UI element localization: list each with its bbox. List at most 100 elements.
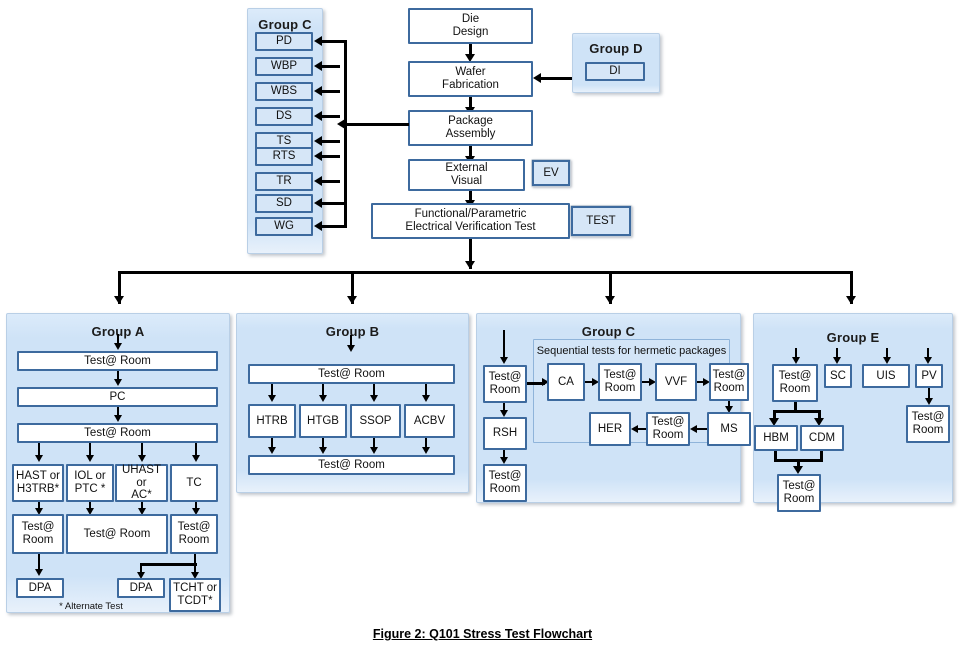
box-c-ms[interactable]: MS	[707, 412, 751, 446]
panel-title-group-d: Group D	[589, 41, 643, 56]
arrowhead-sd	[314, 198, 322, 208]
box-sd[interactable]: SD	[255, 194, 313, 213]
box-a-pc[interactable]: PC	[17, 387, 218, 407]
arrowhead-a-pc	[114, 379, 122, 386]
box-wg[interactable]: WG	[255, 217, 313, 236]
box-b-htrb[interactable]: HTRB	[248, 404, 296, 438]
connector-e-split-bar	[773, 410, 821, 413]
arrowhead-a-hast-ro	[35, 508, 43, 515]
box-e-test-room-top[interactable]: Test@ Room	[772, 364, 818, 402]
box-a-iol[interactable]: IOL or PTC *	[66, 464, 114, 502]
connector-c-entry	[503, 330, 505, 360]
box-e-hbm[interactable]: HBM	[754, 425, 798, 451]
box-b-test-room-top[interactable]: Test@ Room	[248, 364, 455, 384]
box-a-test-room-2[interactable]: Test@ Room	[17, 423, 218, 443]
panel-title-group-c-bottom: Group C	[581, 324, 636, 339]
box-c-room-3[interactable]: Test@ Room	[646, 412, 690, 446]
connector-a-ro3-left	[140, 563, 197, 566]
tag-test[interactable]: TEST	[570, 205, 632, 237]
box-c-ca[interactable]: CA	[547, 363, 585, 401]
box-a-readout-3[interactable]: Test@ Room	[170, 514, 218, 554]
box-e-sc[interactable]: SC	[824, 364, 852, 388]
box-pd[interactable]: PD	[255, 32, 313, 51]
connector-b-htrb-down	[271, 438, 273, 450]
box-a-tc[interactable]: TC	[170, 464, 218, 502]
box-c-room-1[interactable]: Test@ Room	[598, 363, 642, 401]
box-a-tcht[interactable]: TCHT or TCDT*	[169, 578, 221, 612]
connector-b-split-1	[271, 384, 273, 398]
connector-b-split-3	[373, 384, 375, 398]
box-e-pv[interactable]: PV	[915, 364, 943, 388]
connector-to-wbs	[322, 90, 340, 93]
box-external-visual[interactable]: External Visual	[408, 159, 525, 191]
box-a-uhast[interactable]: UHAST or AC*	[115, 464, 168, 502]
box-ds[interactable]: DS	[255, 107, 313, 126]
box-a-hast[interactable]: HAST or H3TRB*	[12, 464, 64, 502]
box-e-cdm[interactable]: CDM	[800, 425, 844, 451]
box-b-acbv[interactable]: ACBV	[404, 404, 455, 438]
connector-c-rsh-down	[503, 450, 505, 460]
connector-drop-c	[609, 271, 612, 304]
box-c-rsh[interactable]: RSH	[483, 417, 527, 450]
box-electrical-verification[interactable]: Functional/Parametric Electrical Verific…	[371, 203, 570, 239]
connector-drop-e	[850, 271, 853, 304]
arrowhead-b-bottom-4	[422, 447, 430, 454]
connector-e-pv-down	[928, 388, 930, 401]
box-a-dpa-2[interactable]: DPA	[117, 578, 165, 598]
arrowhead-wbp	[314, 61, 322, 71]
arrowhead-a-dpa2	[137, 572, 145, 579]
box-b-htgb[interactable]: HTGB	[299, 404, 347, 438]
panel-title-group-c-top: Group C	[258, 17, 312, 32]
box-b-ssop[interactable]: SSOP	[350, 404, 401, 438]
connector-package-to-groupc	[345, 123, 409, 126]
box-tr[interactable]: TR	[255, 172, 313, 191]
connector-room-to-her	[635, 428, 646, 430]
box-c-test-room-2[interactable]: Test@ Room	[483, 464, 527, 502]
box-rts[interactable]: RTS	[255, 147, 313, 166]
box-die-design[interactable]: Die Design	[408, 8, 533, 44]
arrowhead-c-room-1	[592, 378, 599, 386]
arrowhead-tr	[314, 176, 322, 186]
arrowhead-b-top	[347, 345, 355, 352]
arrowhead-e-pv	[924, 357, 932, 364]
box-c-her[interactable]: HER	[589, 412, 631, 446]
box-b-test-room-bottom[interactable]: Test@ Room	[248, 455, 455, 475]
connector-e-cdm-down	[820, 451, 823, 462]
box-a-test-room-1[interactable]: Test@ Room	[17, 351, 218, 371]
connector-a-uhast-down	[141, 502, 143, 511]
arrowhead-ds	[314, 111, 322, 121]
footnote-alternate-test: * Alternate Test	[59, 601, 123, 612]
box-wafer-fabrication[interactable]: Wafer Fabrication	[408, 61, 533, 97]
box-wbs[interactable]: WBS	[255, 82, 313, 101]
arrowhead-e-sc	[833, 357, 841, 364]
panel-title-group-a: Group A	[91, 324, 145, 339]
box-a-readout-1[interactable]: Test@ Room	[12, 514, 64, 554]
connector-a-title-down	[117, 334, 119, 345]
arrowhead-a-dpa1	[35, 569, 43, 576]
box-c-vvf[interactable]: VVF	[655, 363, 697, 401]
arrowhead-c-her	[631, 425, 638, 433]
connector-group-c-bus	[344, 40, 347, 228]
box-e-pv-readout[interactable]: Test@ Room	[906, 405, 950, 443]
connector-external-to-evt	[469, 191, 472, 202]
arrowhead-c-vvf	[649, 378, 656, 386]
arrowhead-e-esd-readout	[793, 466, 803, 474]
connector-to-wbp	[322, 65, 340, 68]
box-c-room-2[interactable]: Test@ Room	[709, 363, 749, 401]
connector-to-wg	[322, 225, 344, 228]
arrowhead-c-room-3	[690, 425, 697, 433]
box-di[interactable]: DI	[585, 62, 645, 81]
box-c-test-room-1[interactable]: Test@ Room	[483, 365, 527, 403]
tag-ev[interactable]: EV	[531, 159, 571, 187]
arrowhead-e-uis	[883, 357, 891, 364]
box-a-readout-2[interactable]: Test@ Room	[66, 514, 168, 554]
box-a-dpa-1[interactable]: DPA	[16, 578, 64, 598]
box-e-esd-readout[interactable]: Test@ Room	[777, 474, 821, 512]
arrowhead-b-bottom-3	[370, 447, 378, 454]
arrowhead-rts	[314, 151, 322, 161]
arrowhead-a-tcht	[191, 572, 199, 579]
box-package-assembly[interactable]: Package Assembly	[408, 110, 533, 146]
box-e-uis[interactable]: UIS	[862, 364, 910, 388]
connector-evt-down	[469, 239, 472, 269]
box-wbp[interactable]: WBP	[255, 57, 313, 76]
